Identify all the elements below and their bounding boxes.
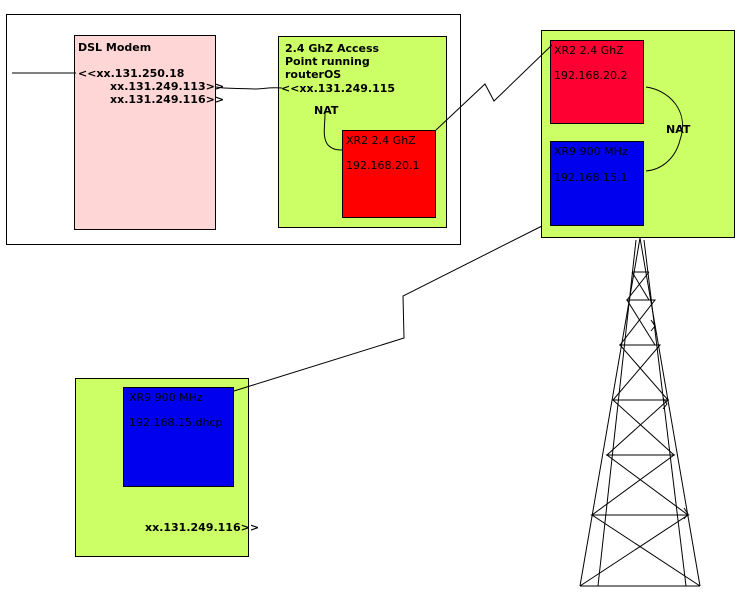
xr2-tower-ip: 192.168.20.2 [554,69,628,82]
xr2-local-ip: 192.168.20.1 [346,159,420,172]
radio-tower-icon [579,237,701,587]
xr2-local-name: XR2 2.4 GhZ [346,134,416,147]
dsl-modem-box [74,35,216,230]
modem-ip-main: <<xx.131.250.18 [78,67,185,80]
xr9-client-name: XR9 900 MHz [129,391,203,404]
wireless-link-900mhz [233,225,543,392]
xr2-tower-name: XR2 2.4 GhZ [554,44,624,57]
client-public-ip: xx.131.249.116>> [145,521,260,534]
modem-ip-alias-1: xx.131.249.113>> [110,80,225,93]
xr9-client-ip: 192.168.15.dhcp [129,416,223,429]
access-point-nat-label: NAT [314,104,339,117]
xr9-tower-name: XR9 900 MHz [554,145,628,158]
xr9-tower-ip: 192.168.15.1 [554,171,628,184]
access-point-title: 2.4 GhZ Access Point running routerOS [285,42,380,81]
modem-ip-alias-2: xx.131.249.116>> [110,93,225,106]
xr9-client-radio [123,387,234,487]
access-point-ip: <<xx.131.249.115 [281,82,396,95]
xr9-tower-radio [550,141,644,226]
xr2-local-radio [342,130,436,218]
modem-title: DSL Modem [78,41,152,54]
tower-nat-label: NAT [666,123,691,136]
